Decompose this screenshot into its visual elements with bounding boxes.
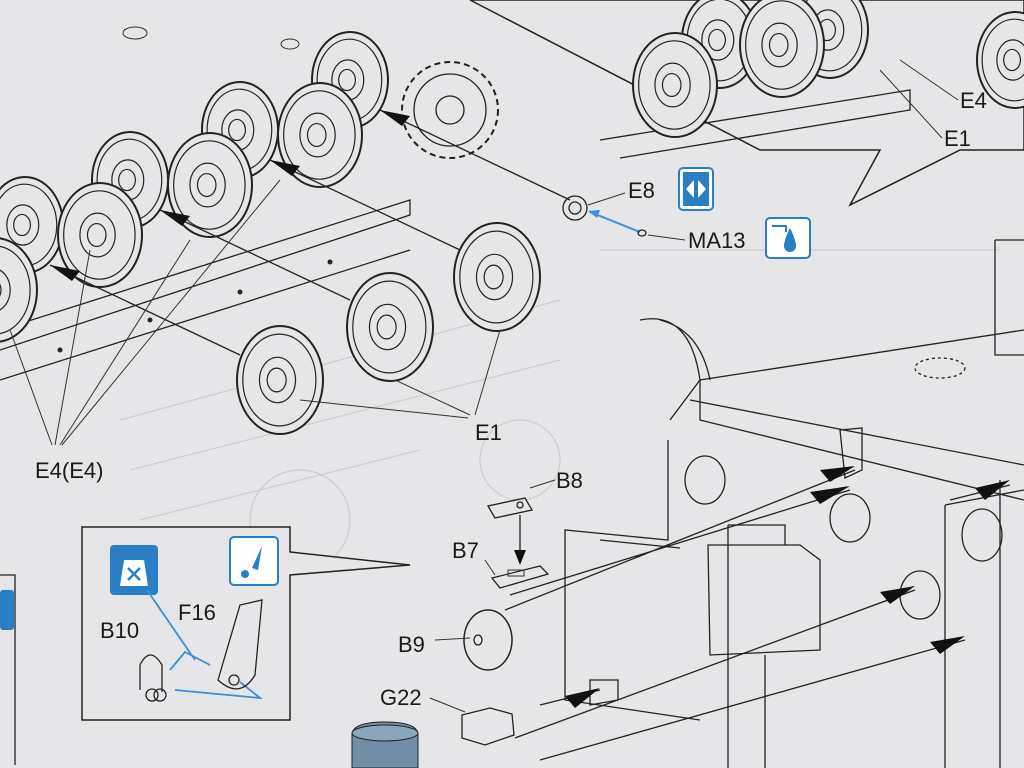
road-wheel <box>0 237 38 343</box>
partial-inset-left <box>0 574 16 765</box>
label-e4-e4: E4(E4) <box>35 458 103 483</box>
road-wheel <box>346 272 434 382</box>
part-b10 <box>139 654 167 702</box>
assembly-arrows-chassis <box>504 466 1011 761</box>
assembly-lines <box>49 109 571 356</box>
installed-road-wheels <box>0 31 389 343</box>
symmetric-assembly-icon <box>678 167 714 211</box>
arrowhead-icon <box>588 210 600 218</box>
road-wheel <box>739 0 825 98</box>
road-wheel <box>167 132 253 238</box>
road-wheel <box>632 32 718 138</box>
label-e1-mid: E1 <box>475 420 502 445</box>
label-b8: B8 <box>556 468 583 493</box>
leader-lines-e1 <box>299 329 501 419</box>
label-b10: B10 <box>100 618 139 643</box>
drive-sprocket <box>401 61 499 159</box>
road-wheel <box>453 222 541 332</box>
blue-gray-part <box>351 721 419 768</box>
part-e8 <box>562 195 588 221</box>
blue-arrow-e8 <box>589 211 641 233</box>
leader-lines-b <box>429 479 556 713</box>
road-wheel <box>57 182 143 288</box>
inset-detail-box <box>81 526 411 721</box>
part-g22 <box>461 707 515 746</box>
attention-icon <box>229 536 279 586</box>
leader-lines-e8 <box>587 192 686 241</box>
part-b8 <box>486 497 534 519</box>
arrowhead-icon <box>514 550 526 565</box>
detail-callout-top <box>469 0 1024 207</box>
label-e1-top: E1 <box>944 126 971 151</box>
part-ma13 <box>637 229 647 237</box>
no-glue-icon <box>110 545 158 595</box>
part-b9 <box>463 609 513 671</box>
label-b7: B7 <box>452 538 479 563</box>
leader-lines-top <box>879 59 959 139</box>
part-f16 <box>217 599 263 690</box>
label-f16: F16 <box>178 600 216 625</box>
hull-side <box>0 26 411 381</box>
road-wheel <box>236 325 324 435</box>
label-b9: B9 <box>398 632 425 657</box>
road-wheel <box>277 82 363 188</box>
label-g22: G22 <box>380 685 422 710</box>
road-wheel <box>976 11 1024 109</box>
apply-glue-icon <box>765 217 811 259</box>
part-b7 <box>490 565 550 589</box>
label-ma13: MA13 <box>688 228 745 253</box>
label-e4-top: E4 <box>960 88 987 113</box>
label-e8: E8 <box>628 178 655 203</box>
loose-road-wheels-e1 <box>236 222 541 435</box>
leader-lines-e4 <box>9 179 281 446</box>
